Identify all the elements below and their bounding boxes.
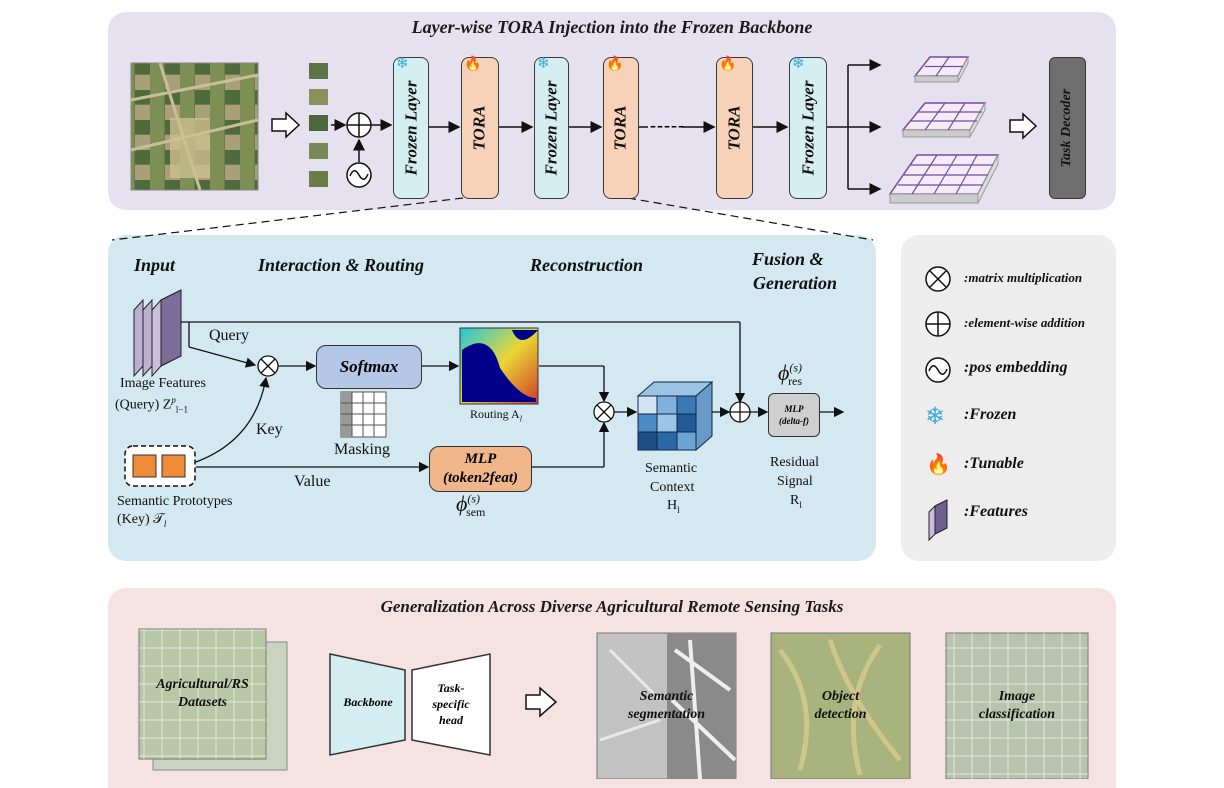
feature-map-small bbox=[913, 56, 970, 83]
header-interaction: Interaction & Routing bbox=[258, 255, 425, 275]
semantic-prototypes-label: Semantic Prototypes bbox=[117, 494, 233, 509]
legend-matrix-icon bbox=[925, 266, 951, 292]
tora-layer-3[interactable]: TORA bbox=[716, 57, 753, 199]
masking-label: Masking bbox=[334, 441, 390, 458]
frozen-layer-2: Frozen Layer bbox=[534, 57, 569, 199]
input-satellite-image bbox=[130, 62, 259, 191]
feature-map-medium bbox=[901, 101, 987, 139]
header-fusion-line1: Fusion & bbox=[752, 249, 824, 269]
pos-embedding-icon bbox=[346, 162, 372, 188]
flame-icon: 🔥 bbox=[464, 57, 482, 72]
residual-symbol: Rl bbox=[790, 493, 802, 510]
snowflake-icon: ❄ bbox=[537, 56, 550, 72]
image-features-stack bbox=[133, 289, 182, 378]
hollow-arrow-1 bbox=[271, 111, 301, 139]
feature-map-large bbox=[888, 154, 1000, 204]
routing-map bbox=[459, 327, 539, 405]
legend-addition: :element-wise addition bbox=[964, 315, 1085, 330]
snowflake-icon: ❄ bbox=[792, 56, 805, 72]
header-fusion-line2: Generation bbox=[753, 273, 838, 293]
backbone-label: Backbone bbox=[343, 695, 393, 709]
residual-line2: Signal bbox=[777, 474, 813, 489]
softmax-box: Softmax bbox=[316, 345, 422, 389]
flame-icon: 🔥 bbox=[719, 57, 737, 72]
legend-matrix: :matrix multiplication bbox=[964, 270, 1083, 285]
mlp-token2feat-box: MLP(token2feat) bbox=[429, 446, 532, 492]
hollow-arrow-3 bbox=[525, 686, 558, 718]
image-features-query: (Query) Zpl−1 bbox=[115, 395, 188, 415]
datasets-stack bbox=[138, 628, 288, 771]
semantic-context-symbol: Hl bbox=[667, 498, 680, 515]
header-reconstruction: Reconstruction bbox=[530, 255, 644, 275]
phi-res: ϕ(s)res bbox=[778, 360, 803, 389]
legend-snowflake-icon: ❄ bbox=[925, 404, 946, 430]
element-wise-addition-icon bbox=[346, 112, 372, 138]
routing-label: Routing Al bbox=[470, 407, 522, 424]
frozen-layer-1: Frozen Layer bbox=[393, 57, 429, 199]
semantic-context-line2: Context bbox=[650, 480, 695, 495]
semantic-context-cube bbox=[636, 380, 714, 452]
key-label: Key bbox=[256, 421, 283, 438]
legend-flame-icon: 🔥 bbox=[926, 454, 951, 476]
legend-frozen: :Frozen bbox=[964, 406, 1017, 423]
classification-image bbox=[945, 632, 1089, 779]
tora-layer-1[interactable]: TORA bbox=[461, 57, 499, 199]
legend-features: :Features bbox=[964, 503, 1028, 520]
segmentation-image bbox=[596, 632, 737, 779]
legend-pos: :pos embedding bbox=[964, 359, 1068, 376]
semantic-prototypes-icon bbox=[124, 445, 196, 487]
value-label: Value bbox=[294, 473, 331, 490]
detection-image bbox=[770, 632, 911, 779]
legend-tunable: :Tunable bbox=[964, 455, 1024, 472]
query-label: Query bbox=[209, 327, 249, 344]
task-head-shape bbox=[411, 653, 491, 756]
snowflake-icon: ❄ bbox=[396, 56, 409, 72]
phi-sem: ϕ(s)sem bbox=[456, 491, 486, 520]
matrix-multiply-icon-2 bbox=[593, 401, 615, 423]
legend-pos-icon bbox=[925, 357, 951, 383]
legend-addition-icon bbox=[925, 311, 951, 337]
semantic-prototypes-key: (Key) 𝒯l bbox=[117, 512, 167, 529]
bottom-title: Generalization Across Diverse Agricultur… bbox=[380, 597, 844, 616]
hollow-arrow-2 bbox=[1009, 112, 1038, 140]
task-decoder: Task Decoder bbox=[1049, 57, 1086, 199]
frozen-layer-3: Frozen Layer bbox=[789, 57, 827, 199]
flame-icon: 🔥 bbox=[606, 57, 624, 72]
mlp-delta-box: MLP(delta-f) bbox=[768, 393, 820, 437]
legend-features-icon bbox=[928, 499, 948, 542]
image-patches bbox=[309, 63, 328, 187]
tora-layer-2[interactable]: TORA bbox=[603, 57, 639, 199]
backbone-shape bbox=[329, 653, 406, 756]
image-features-label: Image Features bbox=[120, 376, 206, 391]
residual-line1: Residual bbox=[770, 455, 819, 470]
layers-ellipsis: ----- bbox=[650, 115, 685, 135]
header-input: Input bbox=[134, 255, 176, 275]
top-title: Layer-wise TORA Injection into the Froze… bbox=[411, 17, 813, 37]
matrix-multiply-icon-1 bbox=[257, 355, 279, 377]
masking-grid bbox=[340, 391, 387, 438]
semantic-context-line1: Semantic bbox=[645, 461, 698, 476]
element-wise-addition-icon-2 bbox=[729, 401, 751, 423]
